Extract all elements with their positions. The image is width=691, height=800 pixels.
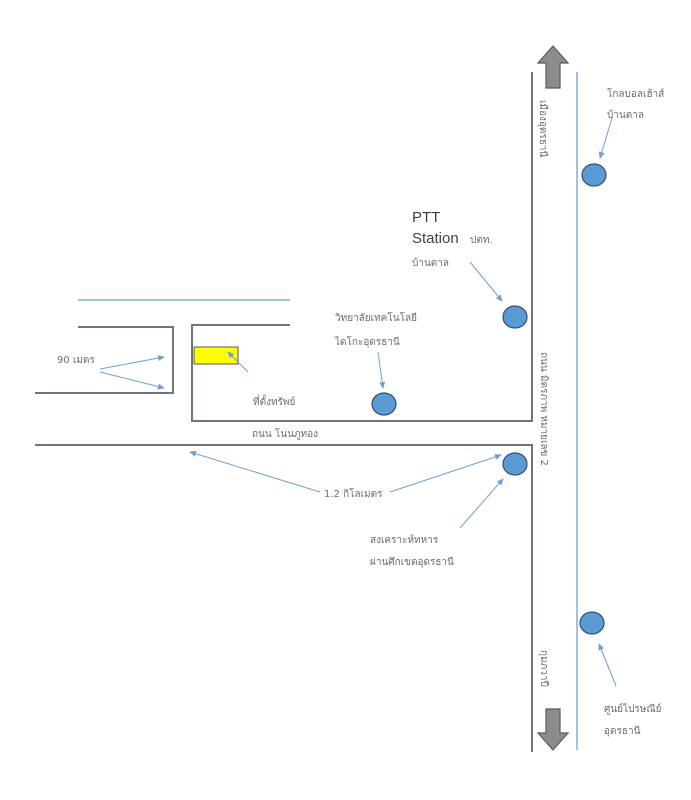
welfare-office-label-2: ผ่านศึกเขตอุดรธานี — [370, 556, 454, 568]
college-label-1: วิทยาลัยเทคโนโลยี — [335, 311, 417, 324]
property-label: ที่ตั้งทรัพย์ — [253, 394, 295, 408]
pointer-arrow — [99, 371, 165, 390]
ptt-label-3: บ้านตาล — [412, 257, 449, 269]
north-arrow-icon — [536, 45, 570, 89]
golf-house-label-1: โกลบอลเฮ้าส์ — [607, 87, 664, 100]
pointer-arrow — [99, 355, 165, 370]
pointer-arrow — [189, 450, 321, 493]
golf-house-label-2: บ้านตาล — [607, 109, 644, 121]
pointer-arrow — [598, 643, 617, 687]
side-road-label: ถนน โนนภูทอง — [252, 427, 318, 440]
main-road-label: ถนน มิตรภาพ หมายเลข 2 — [538, 352, 549, 466]
property-block — [191, 72, 533, 422]
pointer-arrow — [469, 261, 503, 302]
pointer-arrow — [459, 478, 504, 529]
college-label-2: ไดโกะอุดรธานี — [334, 335, 400, 348]
left-block — [35, 326, 174, 394]
ptt-label-1: PTT — [412, 209, 440, 226]
south-arrow-icon — [536, 708, 570, 751]
post-office-marker — [579, 611, 605, 635]
ptt-label-2: Station — [412, 230, 459, 247]
distance-90m-label: 90 เมตร — [57, 355, 95, 366]
pointer-arrow — [377, 351, 386, 389]
pointer-arrow — [598, 117, 613, 159]
college-marker — [371, 392, 397, 416]
pointer-arrow — [227, 351, 249, 373]
distance-1-2km-label: 1.2 กิโลเมตร — [324, 487, 383, 500]
south-direction-label: กุมภวาปี — [538, 650, 550, 687]
side-road-edge — [35, 444, 533, 752]
ptt-station-marker — [502, 305, 528, 329]
ptt-label-2-suffix: ปตท. — [470, 235, 493, 246]
post-office-label-1: ศูนย์ไปรษณีย์ — [604, 703, 662, 715]
post-office-label-2: อุดรธานี — [604, 725, 641, 737]
welfare-office-label-1: สงเคราะห์ทหาร — [370, 534, 439, 546]
golf-house-marker — [581, 163, 607, 187]
property-marker — [193, 346, 239, 365]
pointer-arrow — [389, 454, 502, 493]
welfare-office-marker — [502, 452, 528, 476]
north-direction-label: เมืองอุดรธานี — [537, 100, 549, 157]
